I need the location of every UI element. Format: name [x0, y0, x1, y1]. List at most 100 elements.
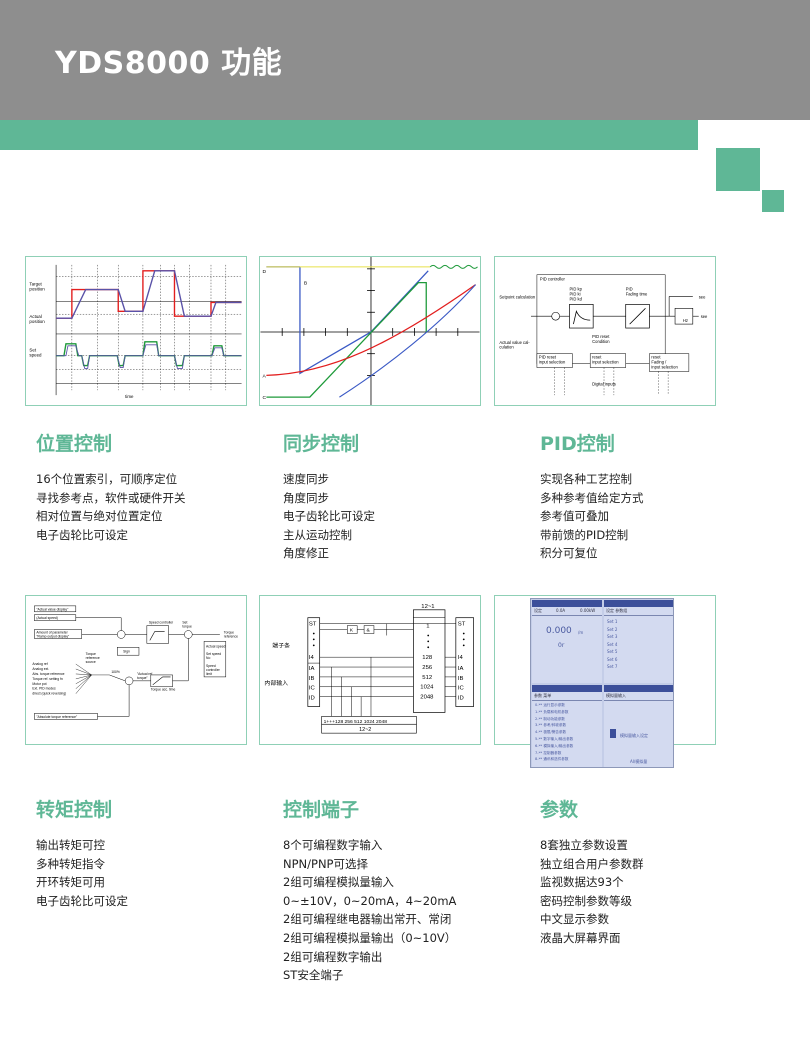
section-title-torque: 转矩控制	[36, 799, 113, 821]
feature-line: 0~±10V，0~20mA，4~20mA	[283, 893, 457, 908]
lcd-q1-mid: 0.0A	[556, 608, 566, 613]
feature-line: 参考值可叠加	[540, 509, 609, 524]
st-right-label: ST	[458, 622, 466, 628]
lcd-q1-value: 0.000	[546, 626, 572, 636]
speed-controller-label: Speed controller	[149, 621, 174, 625]
lcd-quadrant-status: 设定 0.0A 0.00kW 0.000 /m 0r	[532, 600, 602, 683]
actual-value-calculation-label: Actual value cal-culation	[499, 340, 530, 350]
value-128-label: 128	[422, 655, 433, 661]
ia-left-label: IA	[309, 666, 315, 672]
lcd-menu-item: 5-** 数字输入/输出参数	[535, 736, 574, 741]
torque-acc-time-label: Torque acc. time	[151, 688, 176, 692]
lcd-menu-item: 0-** 运行显示参数	[535, 703, 565, 707]
feature-line: 速度同步	[283, 472, 329, 486]
value-2048-label: 2048	[420, 695, 434, 701]
analog-ref-label: Analog ref	[32, 662, 47, 666]
terminal-strip-label: 端子条	[272, 641, 290, 649]
id-right-label: ID	[458, 696, 464, 702]
actual-value-display-label: "Actual value display"	[36, 607, 69, 611]
lcd-menu-item: 1-** 负载和电机参数	[535, 709, 569, 714]
ext-pid-label: Ext. PID modes	[32, 687, 56, 691]
feature-line: 角度修正	[283, 546, 329, 561]
section-lines-parameters: 8套独立参数设置独立组合用户参数群监视数据达93个密码控制参数等级中文显示参数液…	[540, 836, 644, 948]
series-a-label: A	[262, 373, 266, 379]
lcd-q1-sub: 0r	[558, 642, 565, 649]
feature-line: 8个可编程数字输入	[283, 838, 383, 852]
feature-line: 2组可编程模拟量输出（0~10V）	[283, 930, 457, 945]
pid-label: PID	[626, 287, 633, 292]
setpoint-calculation-label: Setpoint calculation	[499, 294, 535, 299]
lcd-menu-item: 4-** 极限/警告参数	[535, 730, 567, 735]
lcd-q4-foot: AI/模拟量	[630, 759, 648, 764]
lcd-q1-left: 设定	[534, 608, 542, 613]
sum-label: 1+++128 256 512 1024 2048	[324, 719, 388, 725]
actual-speed-box-label: Actual speed	[206, 644, 225, 648]
control-terminal-diagram: ST I4 IA IB IC ID 端子条 内部输入 12~1 1 128 25…	[259, 595, 481, 745]
value-256-label: 256	[422, 665, 433, 671]
feature-line: 密码控制参数等级	[540, 893, 632, 908]
torque-control-diagram: "Actual value display" (Actual speed) Am…	[25, 595, 247, 745]
analog-ext-label: Analog ext.	[32, 667, 49, 671]
amount-of-parameter-label: Amount of parameter"Ramp output display"	[36, 630, 70, 638]
i4-right-label: I4	[458, 655, 464, 661]
lcd-set-item: Set 7	[607, 664, 618, 669]
feature-line: 独立组合用户参数群	[540, 856, 644, 871]
lcd-menu-item: 6-** 模拟输入/输出参数	[535, 743, 574, 748]
direct-label: direct (quick reversing)	[32, 692, 66, 696]
see-label-2: see	[701, 314, 708, 319]
feature-line: 多种参考值给定方式	[540, 490, 644, 505]
page-title: YDS8000 功能	[55, 46, 283, 81]
lcd-set-item: Set 6	[607, 656, 618, 662]
series-b-label: B	[304, 281, 308, 287]
value-1024-label: 1024	[420, 685, 434, 691]
feature-line: ST安全端子	[283, 968, 344, 983]
feature-line: 开环转矩可用	[36, 875, 105, 890]
pid-kd-label: PID kd	[569, 296, 582, 301]
abs-torque-reference-label: Abs. torque reference	[32, 672, 64, 676]
accent-square-large	[716, 148, 760, 191]
k-label: K	[350, 628, 354, 634]
feature-line: 监视数据达93个	[540, 875, 624, 890]
i4-left-label: I4	[309, 655, 315, 661]
section-lines-torque: 输出转矩可控多种转矩指令开环转矩可用电子齿轮比可设定	[36, 836, 128, 910]
amp-label: &	[367, 628, 371, 634]
ib-left-label: IB	[309, 676, 315, 682]
pid-ki-label: PID ki	[569, 291, 580, 296]
lcd-set-item: Set 3	[607, 634, 618, 639]
lcd-q3-title: 参数 菜单	[534, 693, 552, 698]
feature-line: 主从运动控制	[283, 527, 352, 542]
series-d-label: D	[262, 269, 266, 275]
accent-square-small	[762, 190, 784, 212]
feature-line: 积分可复位	[540, 546, 598, 561]
section-title-parameters: 参数	[540, 799, 579, 821]
ic-right-label: IC	[458, 686, 465, 692]
series-c-label: C	[262, 395, 266, 401]
feature-line: 输出转矩可控	[36, 838, 105, 852]
lcd-menu-item: 3-** 参考/斜坡参数	[535, 723, 567, 728]
pid-control-diagram: PID controller Setpoint calculation PID …	[494, 256, 716, 406]
id-left-label: ID	[309, 696, 315, 702]
absolute-torque-reference-label: "Absolute torque reference"	[36, 715, 78, 719]
actual-speed-label: (Actual speed)	[36, 616, 58, 620]
feature-line: 多种转矩指令	[36, 856, 105, 871]
one-label: 1	[426, 624, 429, 630]
terminal-bottom-label: 12~2	[359, 727, 371, 733]
lcd-menu-item: 7-** 控制器参数	[535, 750, 562, 755]
terminal-top-label: 12~1	[421, 604, 434, 610]
feature-line: 中文显示参数	[540, 912, 609, 927]
lcd-q4-item: 模拟量输入设定	[620, 733, 648, 738]
st-left-label: ST	[309, 622, 317, 628]
ib-right-label: IB	[458, 676, 464, 682]
lcd-q4-title: 模拟量输入	[606, 693, 626, 698]
